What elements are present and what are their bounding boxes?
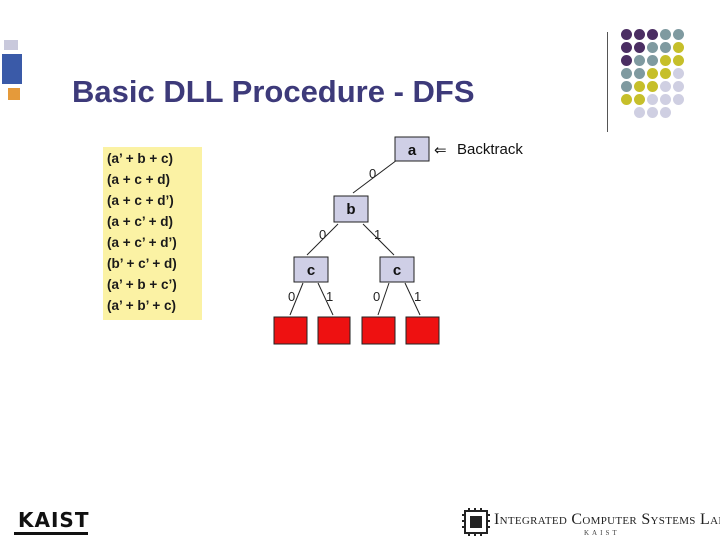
- decor-dot: [660, 42, 671, 53]
- leaf-node: [317, 316, 351, 345]
- node-c-right-label: c: [393, 262, 401, 279]
- edge-b-c-left: [306, 223, 339, 256]
- decor-dot: [660, 107, 671, 118]
- clause-list: (a’ + b + c) (a + c + d) (a + c + d’) (a…: [103, 147, 202, 320]
- decor-dot: [647, 55, 658, 66]
- decor-dot: [647, 68, 658, 79]
- decor-dot: [634, 42, 645, 53]
- decor-dot: [673, 81, 684, 92]
- decor-dot: [673, 55, 684, 66]
- edge-label-a-b: 0: [369, 166, 376, 181]
- decor-dot: [660, 94, 671, 105]
- backtrack-label: Backtrack: [457, 141, 523, 158]
- decor-dot: [660, 55, 671, 66]
- clause-item: (a’ + b + c): [107, 151, 174, 166]
- clause-item: (a + c’ + d): [107, 214, 174, 229]
- slide-title: Basic DLL Procedure - DFS: [72, 74, 475, 109]
- chip-icon: [462, 508, 490, 536]
- decor-dot: [621, 94, 632, 105]
- decor-dot: [634, 55, 645, 66]
- decor-dot: [621, 81, 632, 92]
- decor-block-top: [4, 40, 18, 50]
- kaist-logo-text: KAIST: [18, 508, 90, 532]
- decor-dot: [621, 42, 632, 53]
- decor-dot: [660, 68, 671, 79]
- decor-dot: [621, 55, 632, 66]
- decor-dot: [647, 94, 658, 105]
- node-b-label: b: [346, 201, 355, 218]
- decor-dot: [621, 68, 632, 79]
- clause-item: (a + c + d): [107, 172, 171, 187]
- node-c-right: [379, 256, 415, 283]
- leaf-node: [361, 316, 396, 345]
- decor-dot: [647, 107, 658, 118]
- divider-line: [607, 32, 608, 132]
- decor-dot: [673, 29, 684, 40]
- clause-item: (a’ + b + c’): [107, 277, 177, 292]
- decor-dot: [660, 29, 671, 40]
- edge-label-b-c-right: 1: [374, 227, 381, 242]
- decor-dot: [673, 42, 684, 53]
- edge-c-left-0: [289, 282, 304, 316]
- decor-dot: [634, 107, 645, 118]
- decor-dot: [647, 42, 658, 53]
- edge-label-c-right-1: 1: [414, 289, 421, 304]
- decor-dot: [634, 29, 645, 40]
- lab-logo-text: Integrated Computer Systems Lab: [494, 511, 720, 528]
- leaf-node: [405, 316, 440, 345]
- decor-dot: [673, 94, 684, 105]
- node-b: [333, 195, 369, 223]
- decor-block-bottom: [8, 88, 20, 100]
- decor-dot: [647, 29, 658, 40]
- edge-c-right-0: [377, 282, 390, 316]
- decor-dot: [660, 81, 671, 92]
- decor-dot: [634, 68, 645, 79]
- decor-block-middle: [2, 54, 22, 84]
- kaist-logo: KAIST: [14, 508, 90, 535]
- decor-dot: [634, 81, 645, 92]
- clause-item: (a’ + b’ + c): [107, 298, 177, 313]
- node-a: [394, 136, 430, 162]
- node-c-left: [293, 256, 329, 283]
- lab-logo: Integrated Computer Systems Lab KAIST: [462, 508, 720, 538]
- edge-label-c-left-1: 1: [326, 289, 333, 304]
- decor-dot: [621, 29, 632, 40]
- backtrack-arrow-icon: ⇐: [434, 142, 447, 159]
- decor-dot: [647, 81, 658, 92]
- node-c-left-label: c: [307, 262, 315, 279]
- left-decoration: [0, 40, 22, 100]
- decor-dot: [634, 94, 645, 105]
- kaist-logo-bar: [14, 532, 88, 535]
- clause-item: (a + c + d’): [107, 193, 174, 208]
- edge-label-b-c-left: 0: [319, 227, 326, 242]
- decor-dot: [673, 68, 684, 79]
- edge-label-c-left-0: 0: [288, 289, 295, 304]
- node-a-label: a: [408, 142, 417, 159]
- edge-c-right-1: [404, 282, 421, 316]
- edge-c-left-1: [317, 282, 334, 316]
- clause-item: (b’ + c’ + d): [107, 256, 177, 271]
- edge-label-c-right-0: 0: [373, 289, 380, 304]
- leaf-node: [273, 316, 308, 345]
- lab-logo-subtext: KAIST: [584, 529, 620, 537]
- edge-b-c-right: [362, 223, 395, 256]
- clause-item: (a + c’ + d’): [107, 235, 177, 250]
- edge-a-b: [352, 159, 398, 194]
